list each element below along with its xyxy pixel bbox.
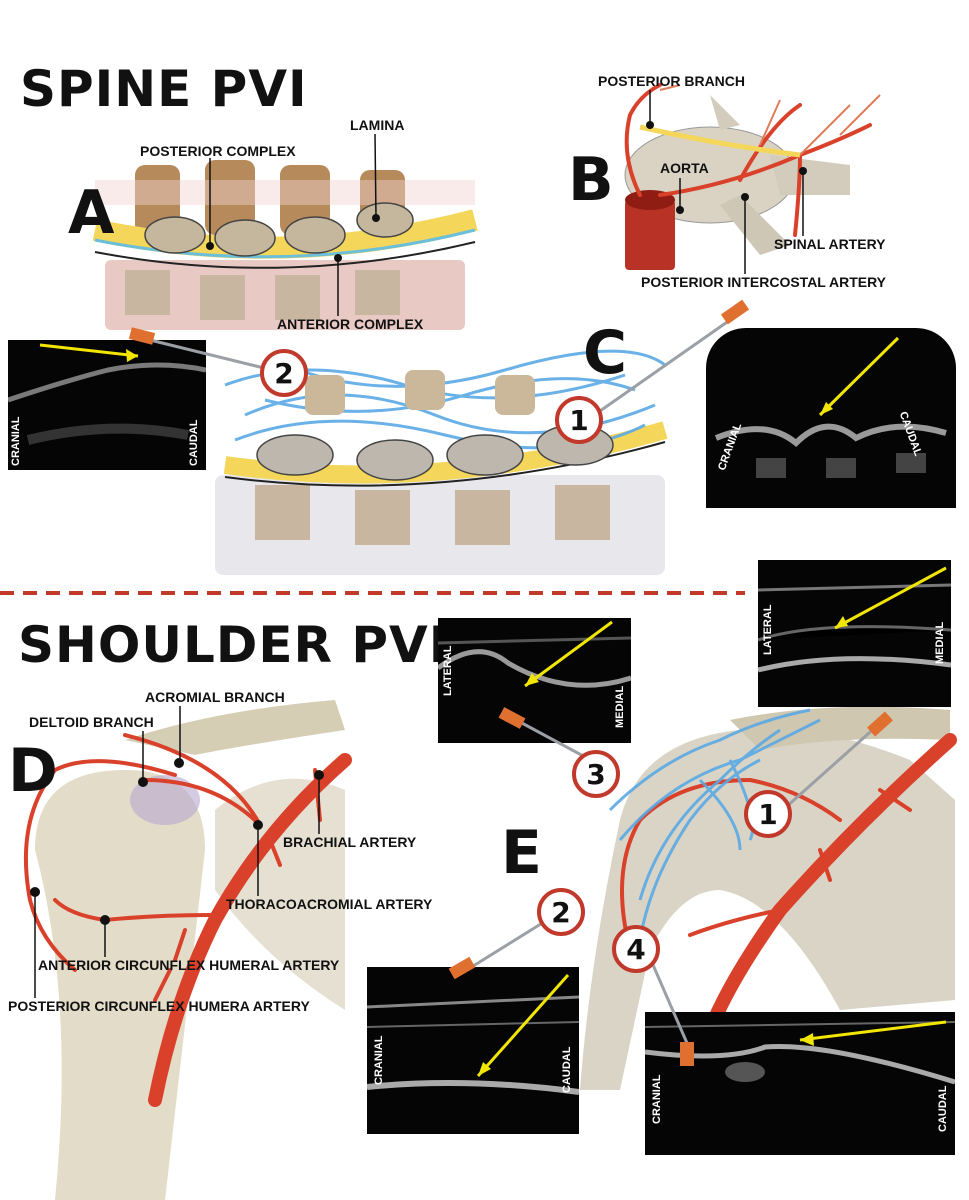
marker-2-shoulder: 2	[537, 888, 585, 936]
marker-3-shoulder: 3	[572, 750, 620, 798]
marker-1-shoulder: 1	[744, 790, 792, 838]
marker-4-shoulder: 4	[612, 925, 660, 973]
